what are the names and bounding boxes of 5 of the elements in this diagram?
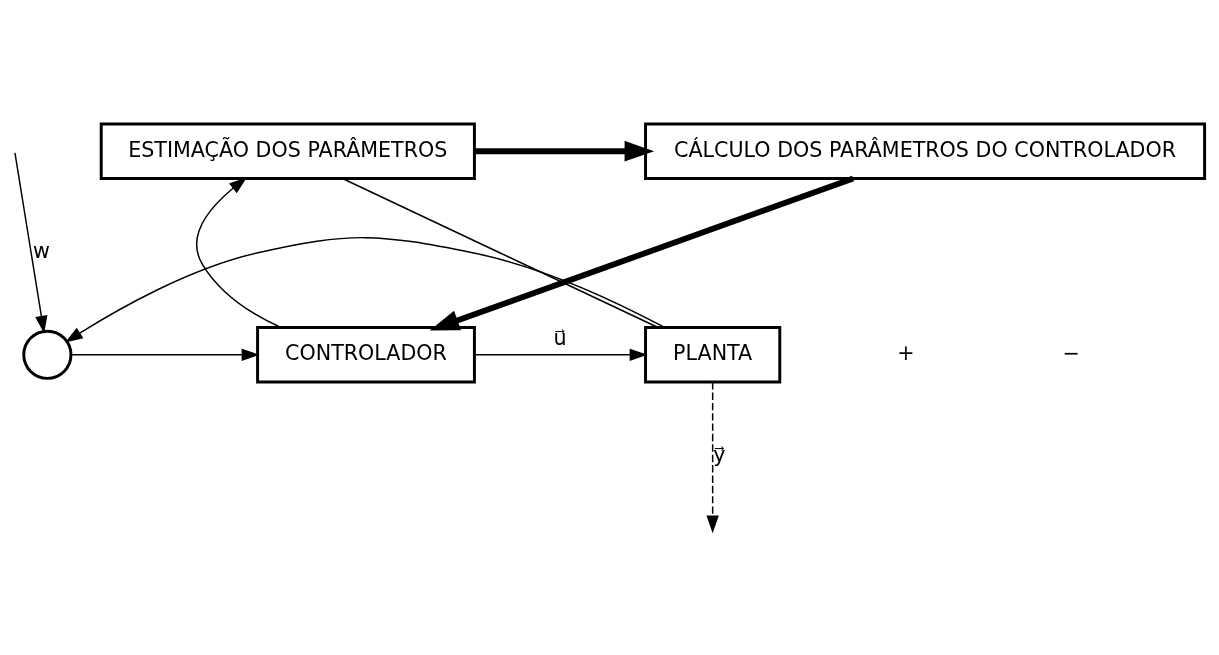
label: + [897, 340, 915, 365]
edge-label: u⃗ [553, 325, 567, 350]
edge-label: w [33, 238, 50, 263]
label: − [1062, 340, 1080, 365]
edge-label: y⃗ [713, 442, 726, 467]
